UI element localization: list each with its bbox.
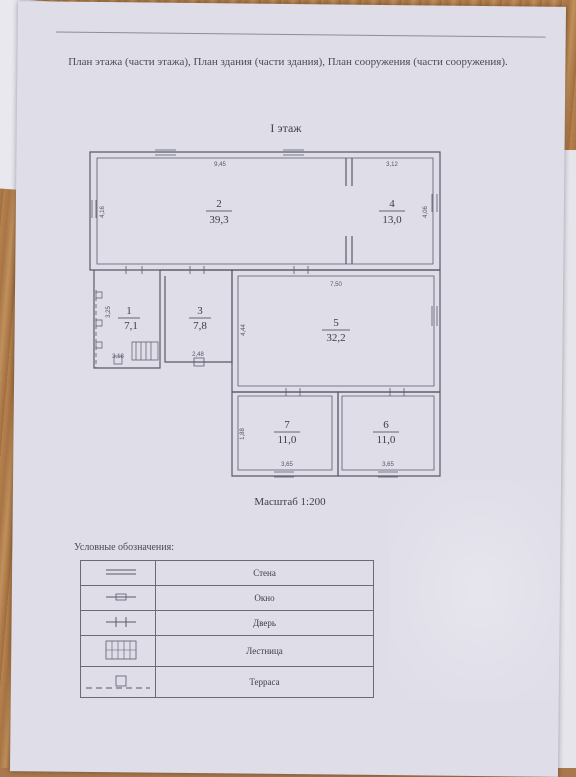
window-left: [91, 200, 97, 218]
room-6-number: 6: [383, 419, 389, 431]
window-top-2: [283, 149, 304, 156]
door-2: [189, 266, 205, 274]
room-2-area: 39,3: [209, 214, 229, 226]
legend-title: Условные обозначения:: [74, 542, 175, 553]
floor-label: I этаж: [270, 121, 302, 135]
legend-item-label: Лестница: [155, 635, 374, 667]
window-right-1: [431, 194, 438, 212]
room-2-number: 2: [216, 198, 222, 210]
dimension-label: 4,44: [241, 324, 247, 336]
dimension-label: 3,12: [386, 162, 398, 168]
dimension-label: 3,65: [382, 462, 394, 468]
door-icon: [106, 617, 136, 627]
room-3-area: 7,8: [193, 320, 207, 332]
dimension-label: 1,88: [240, 428, 246, 440]
wall-partition-2-4: [345, 158, 353, 264]
wall-outer-top-inner: [96, 157, 434, 265]
door-4: [285, 388, 301, 396]
legend-row: Лестница: [80, 635, 374, 667]
room-6-area: 11,0: [377, 434, 396, 446]
wall-room-3: [160, 269, 233, 363]
dimension-label: 4,06: [423, 206, 429, 218]
wall-room-6-inner: [341, 395, 435, 471]
wall-room-6: [337, 391, 441, 477]
scale-label: Масштаб 1:200: [254, 496, 326, 508]
legend-row: Стена: [80, 560, 374, 586]
room-5-number: 5: [333, 317, 339, 329]
room-7-area: 11,0: [278, 434, 297, 446]
legend-item-label: Окно: [155, 585, 374, 611]
legend-item-label: Стена: [155, 560, 374, 586]
stairs-icon: [105, 640, 137, 660]
window-bottom-1: [274, 471, 294, 478]
legend-item-label: Дверь: [155, 610, 374, 636]
stairs: [131, 341, 159, 361]
legend-row: Дверь: [80, 610, 374, 636]
dimension-label: 3,25: [106, 306, 112, 318]
window-icon: [106, 593, 136, 601]
room-7-number: 7: [284, 419, 290, 431]
dimension-label: 7,50: [330, 282, 342, 288]
window-bottom-2: [378, 471, 398, 478]
door-1: [125, 266, 143, 274]
door-6: [193, 357, 205, 367]
legend-item-label: Терраса: [155, 666, 374, 698]
dimension-label: 3,18: [112, 354, 124, 360]
window-right-2: [431, 306, 438, 326]
legend-row: Окно: [80, 585, 374, 611]
room-3-number: 3: [197, 305, 203, 317]
window-top-1: [155, 149, 176, 156]
room-4-number: 4: [389, 198, 395, 210]
wall-icon: [106, 569, 136, 575]
wall-room-1: [93, 270, 161, 369]
light-glare: [390, 480, 570, 700]
wall-room-5: [231, 269, 441, 393]
wall-room-7-inner: [237, 395, 333, 471]
room-1-area: 7,1: [124, 320, 138, 332]
terrace-box-1: [95, 291, 123, 365]
legend-row: Терраса: [80, 666, 374, 698]
dimension-label: 4,16: [100, 206, 106, 218]
room-1-number: 1: [126, 305, 132, 317]
dimension-label: 3,65: [281, 462, 293, 468]
legend-table: Стена Окно Дверь: [80, 560, 374, 698]
document-heading: План этажа (части этажа), План здания (ч…: [68, 56, 508, 68]
door-3: [293, 266, 309, 274]
dimension-label: 2,48: [192, 352, 204, 358]
door-5: [389, 388, 405, 396]
dimension-label: 9,45: [214, 162, 226, 168]
room-5-area: 32,2: [326, 332, 345, 344]
terrace-icon: [86, 675, 150, 689]
wall-room-5-inner: [237, 275, 435, 387]
room-4-area: 13,0: [382, 214, 402, 226]
